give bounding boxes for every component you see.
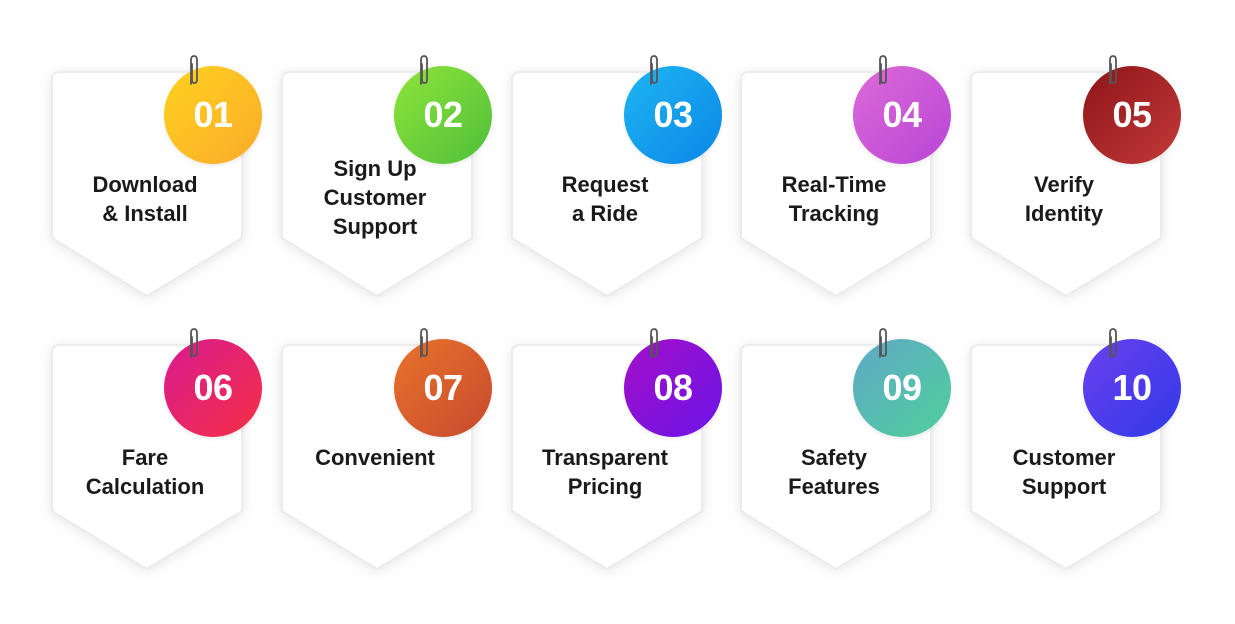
- step-card: 01 Download & Install: [50, 55, 262, 300]
- paperclip-icon: [420, 328, 428, 358]
- step-number-badge: 07: [394, 339, 492, 437]
- paperclip-icon: [190, 55, 198, 85]
- step-card: 10 Customer Support: [969, 328, 1181, 573]
- step-card: 02 Sign Up Customer Support: [280, 55, 492, 300]
- step-card: 04 Real-Time Tracking: [739, 55, 951, 300]
- step-number-badge: 05: [1083, 66, 1181, 164]
- paperclip-icon: [650, 55, 658, 85]
- step-number-badge: 08: [624, 339, 722, 437]
- step-label: Safety Features: [788, 445, 880, 499]
- paperclip-icon: [879, 328, 887, 358]
- step-label: Verify Identity: [1024, 172, 1104, 226]
- step-number-badge: 04: [853, 66, 951, 164]
- step-number-badge: 09: [853, 339, 951, 437]
- step-label: Fare Calculation: [85, 445, 205, 499]
- step-card: 06 Fare Calculation: [50, 328, 262, 573]
- paperclip-icon: [1109, 55, 1117, 85]
- step-label: Convenient: [315, 445, 435, 470]
- step-card: 07 Convenient: [280, 328, 492, 573]
- step-number-badge: 10: [1083, 339, 1181, 437]
- step-number-badge: 03: [624, 66, 722, 164]
- paperclip-icon: [879, 55, 887, 85]
- step-label: Customer Support: [1012, 445, 1116, 499]
- step-card: 05 Verify Identity: [969, 55, 1181, 300]
- step-label: Real-Time Tracking: [781, 172, 887, 226]
- step-number-badge: 01: [164, 66, 262, 164]
- step-label: Download & Install: [92, 172, 198, 226]
- paperclip-icon: [190, 328, 198, 358]
- step-card: 08 Transparent Pricing: [510, 328, 722, 573]
- step-number-badge: 02: [394, 66, 492, 164]
- step-label: Request a Ride: [561, 172, 649, 226]
- step-card: 09 Safety Features: [739, 328, 951, 573]
- paperclip-icon: [650, 328, 658, 358]
- step-card: 03 Request a Ride: [510, 55, 722, 300]
- step-label: Sign Up Customer Support: [323, 156, 427, 239]
- paperclip-icon: [420, 55, 428, 85]
- paperclip-icon: [1109, 328, 1117, 358]
- step-number-badge: 06: [164, 339, 262, 437]
- step-label: Transparent Pricing: [542, 445, 668, 499]
